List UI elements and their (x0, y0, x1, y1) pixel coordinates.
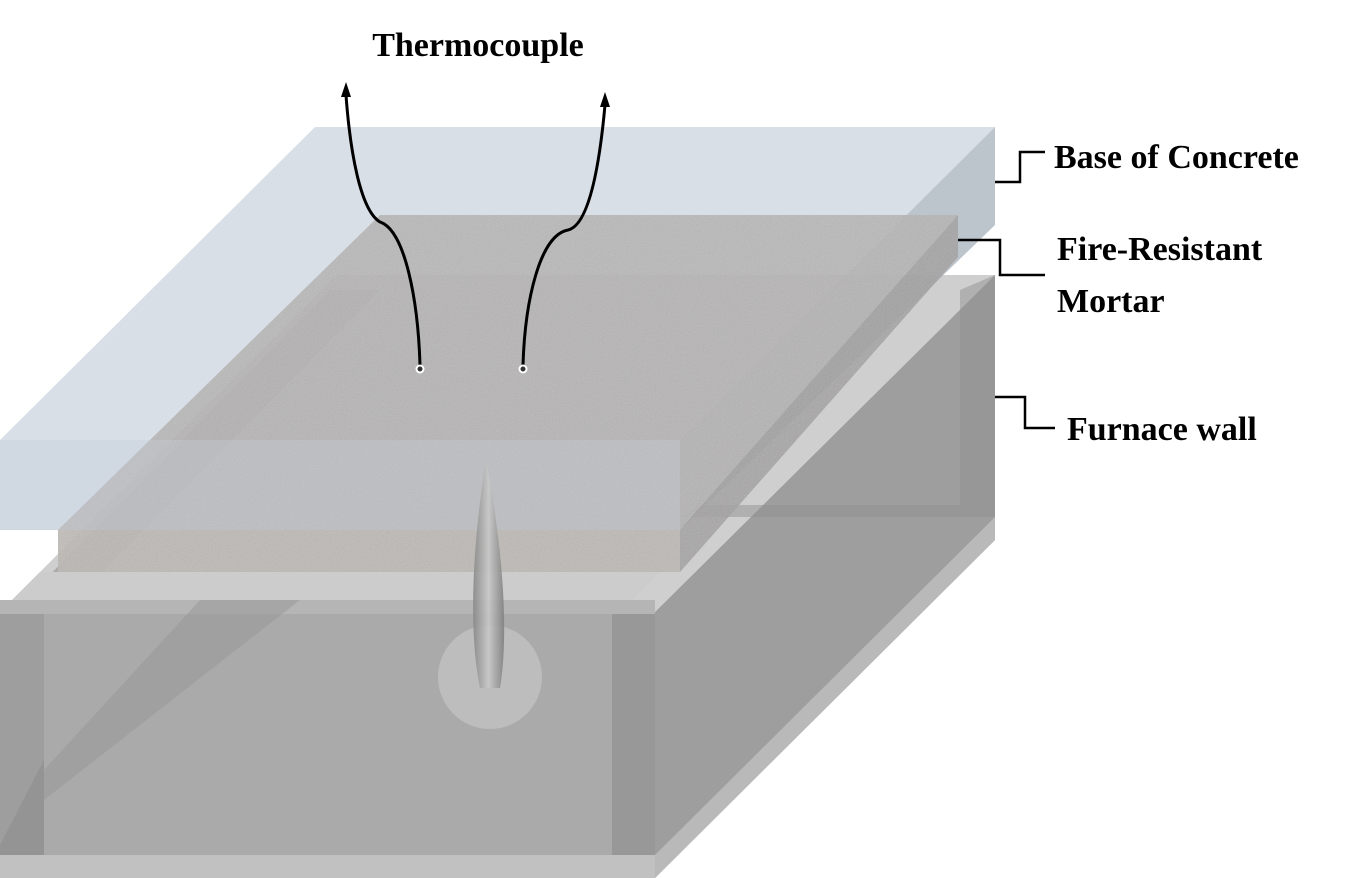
thermocouple-junction (415, 364, 425, 374)
mortar-label: Mortar (1057, 283, 1165, 320)
fire-resistant-label: Fire-Resistant (1057, 231, 1263, 268)
fire-resistant-mortar (58, 215, 958, 572)
base-of-concrete-label: Base of Concrete (1054, 139, 1299, 176)
thermocouple-junction (518, 364, 528, 374)
furnace-wall-label: Furnace wall (1067, 411, 1257, 448)
thermocouple-label: Thermocouple (372, 27, 584, 64)
thermocouple-wires (344, 94, 607, 366)
flame-burner (438, 460, 542, 729)
arrow-up-icon (341, 82, 351, 97)
leader-lines (958, 150, 1055, 430)
arrow-up-icon (600, 92, 610, 107)
